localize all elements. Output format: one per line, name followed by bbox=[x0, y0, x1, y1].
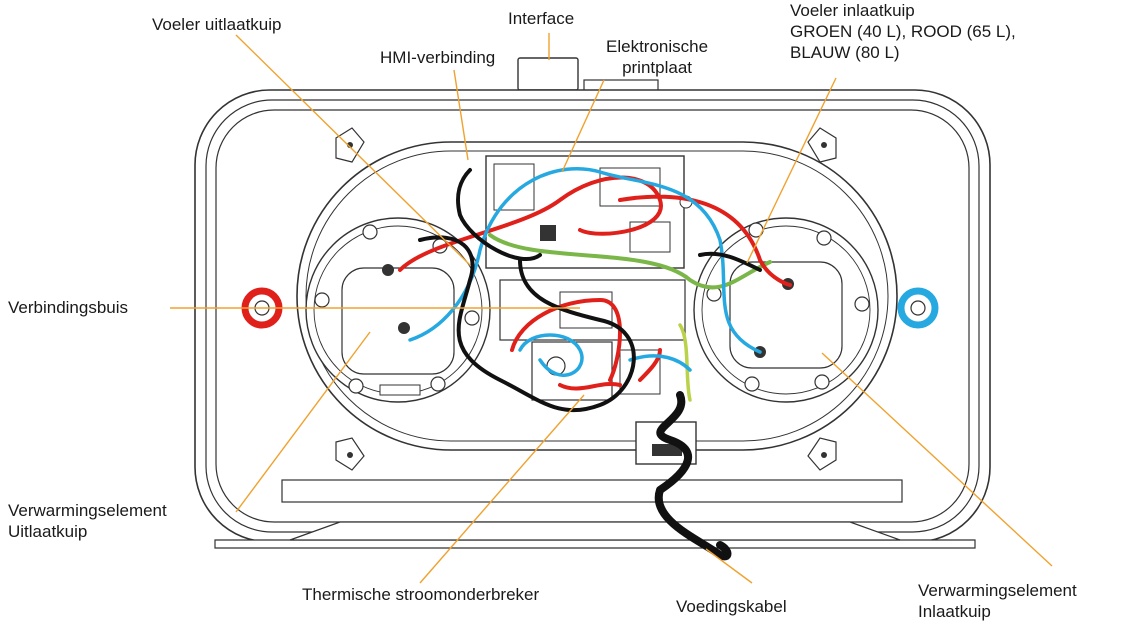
flange-bolt bbox=[314, 292, 330, 308]
wiring bbox=[398, 167, 792, 561]
inlet-pipe-blue bbox=[897, 287, 939, 329]
leader-lines bbox=[170, 33, 1053, 584]
mount-screw-bl bbox=[347, 452, 353, 458]
thermal-breaker-body bbox=[531, 341, 613, 401]
flange-bolt bbox=[816, 230, 832, 246]
leader-sensor-inlet bbox=[746, 77, 837, 264]
stand-bar bbox=[214, 539, 976, 549]
label-power-cable: Voedingskabel bbox=[676, 597, 787, 616]
wire-yellowgreen bbox=[678, 323, 692, 402]
flange-right-ring bbox=[701, 225, 871, 395]
casing-bottom-lip bbox=[281, 479, 903, 503]
wire-green bbox=[488, 233, 772, 290]
label-interface: Interface bbox=[508, 9, 575, 28]
pcb-chip bbox=[540, 225, 556, 241]
pcb-terminal-block bbox=[629, 221, 671, 253]
tank-outline-inner bbox=[305, 150, 889, 442]
wire-black-1 bbox=[418, 168, 636, 413]
leader-pcb bbox=[561, 79, 605, 173]
mount-screw-tr bbox=[821, 142, 827, 148]
heater-bracket bbox=[379, 384, 421, 396]
inlet-pipe-bore bbox=[910, 300, 926, 316]
wire-red-1 bbox=[398, 175, 792, 287]
cable-clamp bbox=[652, 444, 682, 456]
label-hmi-connection: HMI-verbinding bbox=[380, 48, 496, 67]
flange-bolt bbox=[430, 376, 446, 392]
stand-base bbox=[289, 521, 901, 541]
flange-bolt bbox=[464, 310, 480, 326]
wire-red-2 bbox=[510, 298, 662, 391]
leader-hmi bbox=[453, 69, 469, 161]
tank-outline bbox=[296, 141, 898, 451]
mount-screw-br bbox=[821, 452, 827, 458]
flange-bolt bbox=[854, 296, 870, 312]
leader-power-cable bbox=[705, 548, 753, 584]
pcb-connector-hmi bbox=[493, 163, 535, 211]
flange-bolt bbox=[348, 378, 364, 394]
leader-sensor-outlet bbox=[235, 34, 471, 266]
label-connecting-pipe: Verbindingsbuis bbox=[8, 298, 129, 317]
heater-plate-left bbox=[341, 267, 455, 375]
label-sensor-outlet: Voeler uitlaatkuip bbox=[152, 15, 282, 34]
interface-port bbox=[517, 57, 579, 91]
heater-terminal bbox=[398, 322, 410, 334]
leader-heater-inlet bbox=[821, 352, 1053, 567]
flange-bolt bbox=[814, 374, 830, 390]
flange-bolt bbox=[744, 376, 760, 392]
heater-terminal bbox=[382, 264, 394, 276]
power-cable-black bbox=[654, 391, 732, 561]
leader-heater-outlet bbox=[235, 331, 371, 513]
heater-plate-right bbox=[729, 261, 843, 369]
wire-blue-2 bbox=[518, 333, 692, 377]
label-thermal-breaker: Thermische stroomonderbreker bbox=[302, 585, 540, 604]
flange-bolt bbox=[362, 224, 378, 240]
wire-black-2 bbox=[698, 251, 762, 272]
leader-thermal-breaker bbox=[419, 394, 585, 584]
